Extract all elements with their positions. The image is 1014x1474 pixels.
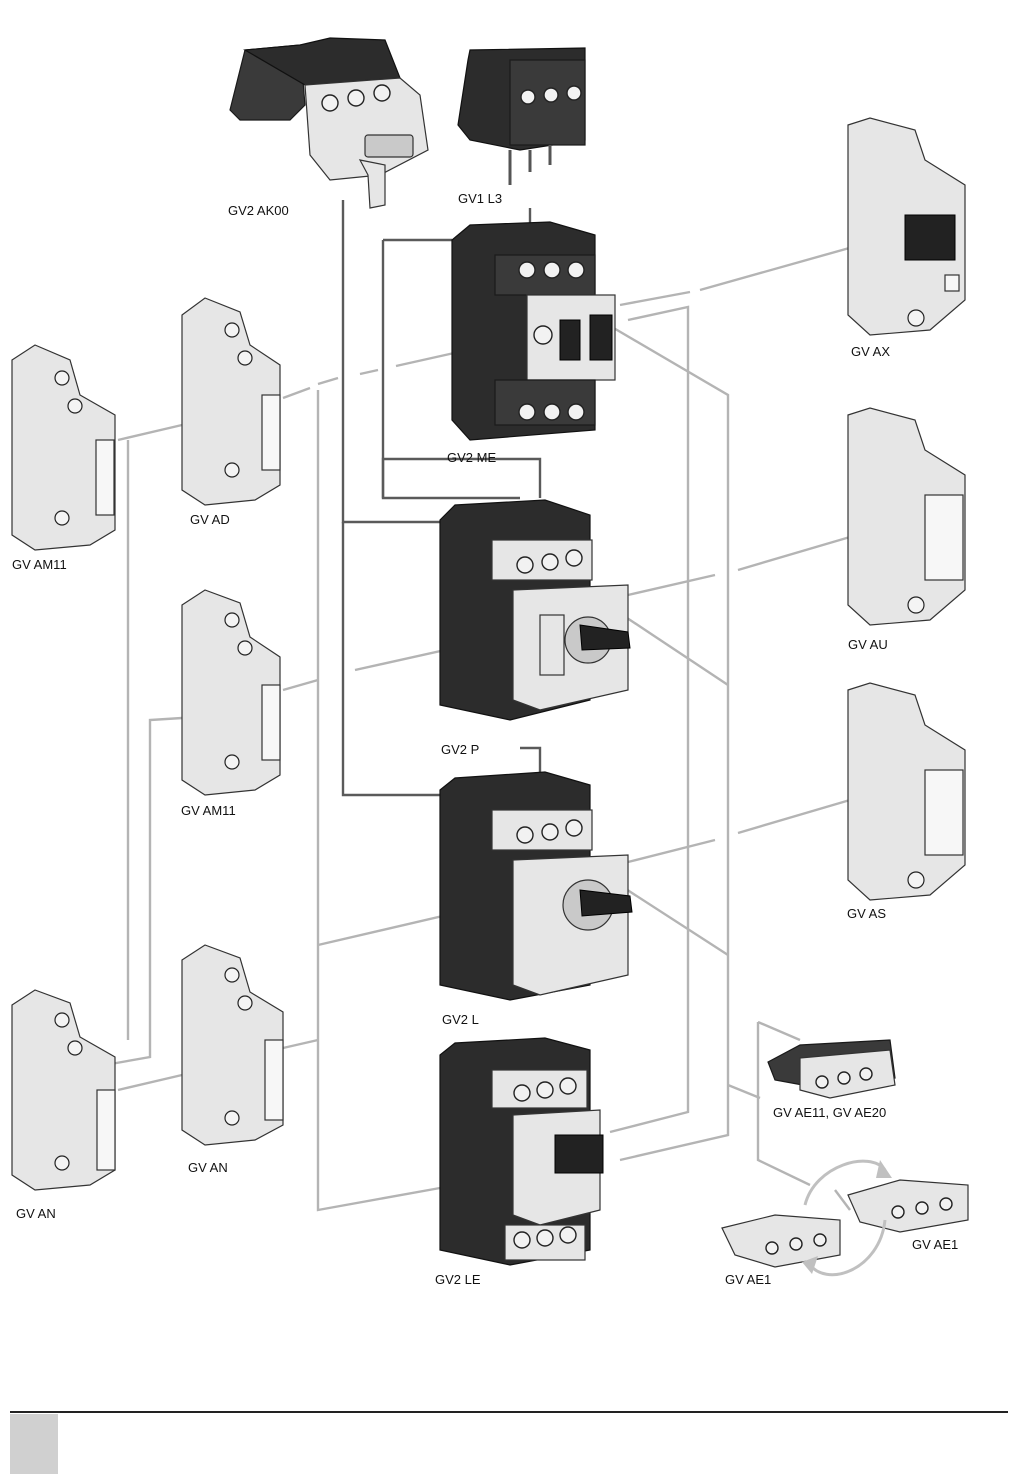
- label-gv2-le: GV2 LE: [435, 1272, 481, 1287]
- label-gv-am11-left: GV AM11: [12, 557, 67, 572]
- label-gv2-me: GV2 ME: [447, 450, 496, 465]
- label-gv-am11-mid: GV AM11: [181, 803, 236, 818]
- footer-rule: [10, 1411, 1008, 1413]
- gv2-l-breaker: [440, 772, 632, 1000]
- label-gv-as: GV AS: [847, 906, 886, 921]
- footer-tab-block: [10, 1414, 58, 1474]
- gv-an-left-accessory: [12, 990, 115, 1190]
- gv-ae1-left-block: [722, 1215, 840, 1267]
- gv2-me-breaker: [452, 222, 615, 440]
- label-gv-an-right: GV AN: [188, 1160, 228, 1175]
- label-gv-ae1-right: GV AE1: [912, 1237, 958, 1252]
- gv2-ak00-device: [230, 38, 428, 208]
- label-gv2-p: GV2 P: [441, 742, 479, 757]
- gv-am11-left-accessory: [12, 345, 115, 550]
- gv2-le-breaker: [440, 1038, 603, 1265]
- label-gv-au: GV AU: [848, 637, 888, 652]
- gv-ax-accessory: [848, 118, 965, 335]
- gv-ad-accessory: [182, 298, 280, 505]
- label-gv-ax: GV AX: [851, 344, 890, 359]
- label-gv-ad: GV AD: [190, 512, 230, 527]
- label-gv-ae1-left: GV AE1: [725, 1272, 771, 1287]
- gv-as-accessory: [848, 683, 965, 900]
- label-gv-an-left: GV AN: [16, 1206, 56, 1221]
- gv-au-accessory: [848, 408, 965, 625]
- gv-am11-mid-accessory: [182, 590, 280, 795]
- label-gv2-l: GV2 L: [442, 1012, 479, 1027]
- gv-an-right-accessory: [182, 945, 283, 1145]
- gv-ae11-ae20-block: [768, 1040, 895, 1098]
- label-gv-ae11-ae20: GV AE11, GV AE20: [773, 1105, 886, 1120]
- gv1-l3-device: [458, 48, 585, 185]
- gv-ae1-right-block: [848, 1180, 968, 1232]
- label-gv2-ak00: GV2 AK00: [228, 203, 289, 218]
- gv2-p-breaker: [440, 500, 630, 720]
- label-gv1-l3: GV1 L3: [458, 191, 502, 206]
